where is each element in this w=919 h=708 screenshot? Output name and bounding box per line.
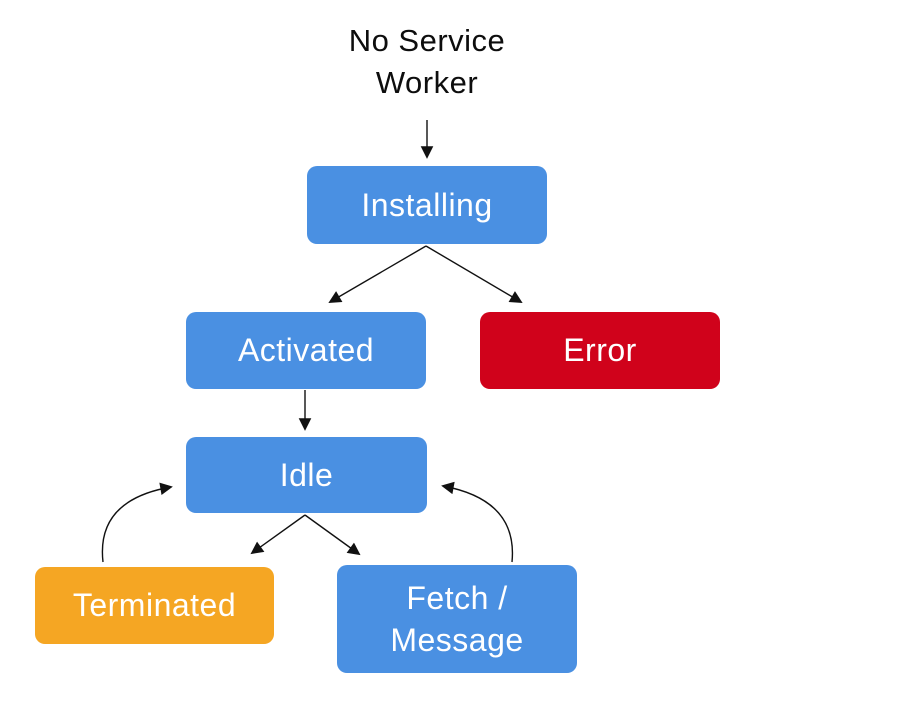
edge-fetch-message-idle: [441, 481, 514, 563]
node-fetch-message: Fetch / Message: [337, 565, 577, 673]
edge-idle-terminated: [250, 514, 306, 555]
edge-terminated-idle: [101, 482, 173, 563]
edge-installing-activated: [328, 245, 427, 303]
diagram-title: No Service Worker: [348, 23, 506, 100]
edge-idle-fetch-message: [304, 514, 361, 556]
node-terminated: Terminated: [35, 567, 274, 644]
node-idle: Idle: [186, 437, 427, 513]
node-error: Error: [480, 312, 720, 389]
node-activated: Activated: [186, 312, 426, 389]
edge-installing-error: [425, 245, 523, 303]
node-installing: Installing: [307, 166, 547, 244]
